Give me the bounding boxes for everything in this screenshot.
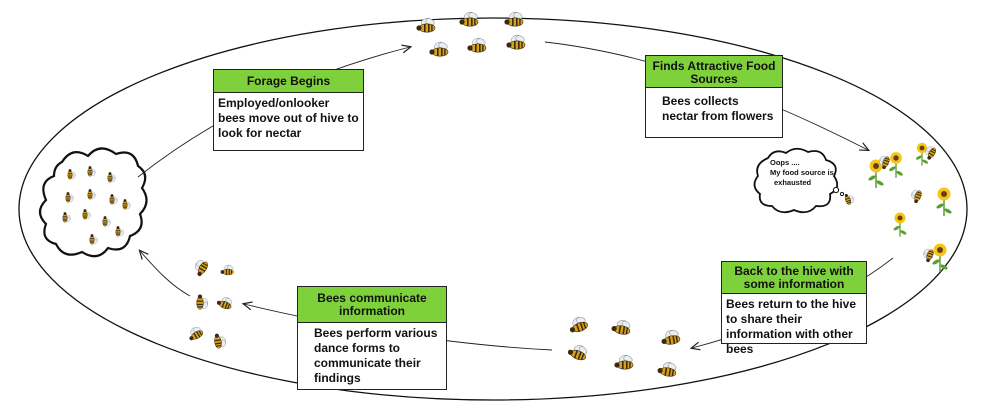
bee-icon — [505, 33, 526, 50]
bee-icon — [919, 246, 936, 264]
thought-line-3: exhausted — [774, 178, 812, 187]
bee-icon — [907, 187, 924, 205]
communicate-box: Bees communicate information Bees perfor… — [297, 286, 447, 390]
forage-begins-text: Employed/onlooker bees move out of hive … — [218, 96, 359, 140]
bee-icon — [659, 326, 682, 347]
sunflower-icon — [930, 242, 950, 273]
bee-icon — [843, 191, 857, 206]
bee-icon — [220, 263, 235, 276]
bee-icon — [610, 316, 633, 337]
finds-food-box: Finds Attractive Food Sources Bees colle… — [645, 55, 783, 138]
back-to-hive-box: Back to the hive with some information B… — [721, 261, 867, 356]
forage-begins-box: Forage Begins Employed/onlooker bees mov… — [213, 69, 364, 151]
thought-cloud-icon — [753, 147, 839, 214]
bee-icon — [189, 256, 211, 279]
bee-icon — [428, 40, 449, 57]
back-to-hive-text: Bees return to the hive to share their i… — [726, 297, 857, 356]
sunflower-icon — [934, 186, 954, 217]
bee-icon — [196, 294, 210, 311]
finds-food-title: Finds Attractive Food Sources — [646, 56, 782, 88]
arrow-dancers-to-hive — [140, 251, 191, 297]
bee-icon — [565, 313, 590, 336]
sunflower-icon — [892, 211, 908, 238]
forage-begins-title: Forage Begins — [214, 70, 363, 93]
thought-text: Oops .... My food source is exhausted — [770, 158, 840, 188]
bee-icon — [212, 331, 229, 350]
communicate-text: Bees perform various dance forms to comm… — [314, 326, 438, 385]
bee-icon — [613, 353, 634, 370]
bee-icon — [215, 293, 235, 311]
bee-icon — [466, 36, 487, 53]
thought-line-2: My food source is — [770, 168, 834, 177]
thought-line-1: Oops .... — [770, 158, 800, 167]
sunflower-icon — [887, 151, 905, 179]
bee-icon — [184, 323, 205, 343]
back-to-hive-title: Back to the hive with some information — [722, 262, 866, 294]
bee-icon — [656, 358, 679, 379]
communicate-title: Bees communicate information — [298, 287, 446, 323]
finds-food-text: Bees collects nectar from flowers — [662, 94, 774, 123]
cycle-ellipse — [18, 17, 968, 401]
bee-icon — [566, 340, 591, 363]
